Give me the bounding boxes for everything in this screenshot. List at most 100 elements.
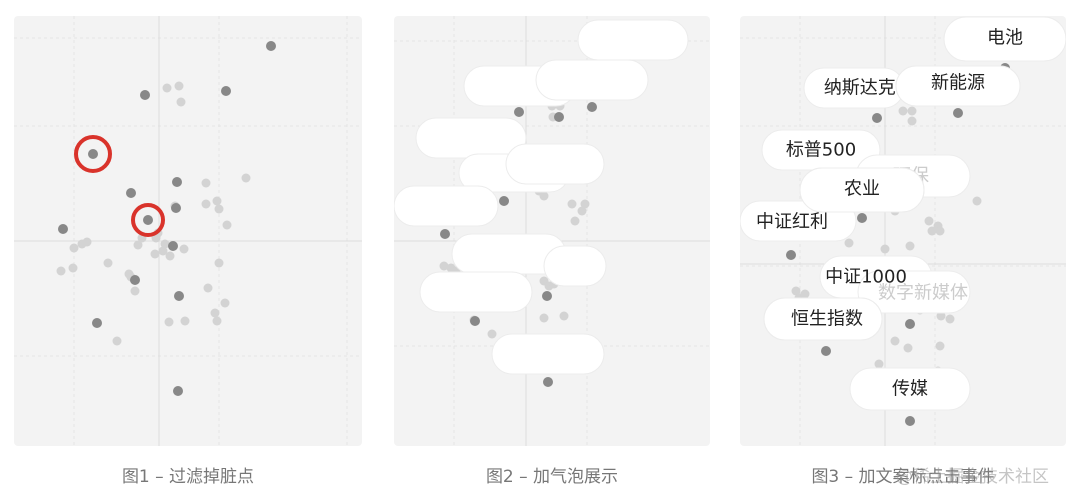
scatter-dot-light[interactable]: [214, 258, 224, 268]
scatter-dot-light[interactable]: [924, 216, 934, 226]
scatter-dot-light[interactable]: [935, 226, 945, 236]
scatter-dot[interactable]: [786, 250, 796, 260]
scatter-dot-light[interactable]: [124, 269, 134, 279]
scatter-dot-light[interactable]: [68, 263, 78, 273]
scatter-dot-light[interactable]: [176, 97, 186, 107]
point-label[interactable]: 中证1000: [825, 267, 907, 288]
label-bubble[interactable]: [943, 16, 1066, 62]
point-label[interactable]: 电池: [987, 28, 1023, 49]
scatter-dot-light[interactable]: [179, 244, 189, 254]
label-bubble[interactable]: [491, 333, 605, 375]
scatter-dot-light[interactable]: [220, 298, 230, 308]
scatter-dot-light[interactable]: [539, 313, 549, 323]
point-label[interactable]: 数字新媒体: [878, 283, 968, 304]
scatter-dot-light[interactable]: [201, 199, 211, 209]
scatter-dot[interactable]: [221, 86, 231, 96]
scatter-dot-light[interactable]: [439, 261, 449, 271]
scatter-dot[interactable]: [905, 416, 915, 426]
scatter-dot-light[interactable]: [69, 243, 79, 253]
scatter-dot[interactable]: [499, 196, 509, 206]
scatter-dot[interactable]: [174, 291, 184, 301]
scatter-dot-light[interactable]: [164, 317, 174, 327]
scatter-dot[interactable]: [168, 241, 178, 251]
scatter-dot-light[interactable]: [935, 341, 945, 351]
scatter-dot[interactable]: [542, 291, 552, 301]
scatter-dot-light[interactable]: [180, 316, 190, 326]
label-bubble[interactable]: [535, 59, 649, 101]
label-bubble[interactable]: [763, 297, 883, 341]
scatter-dot[interactable]: [905, 319, 915, 329]
scatter-dot[interactable]: [857, 213, 867, 223]
scatter-dot-light[interactable]: [210, 308, 220, 318]
scatter-dot-light[interactable]: [174, 81, 184, 91]
scatter-dot-light[interactable]: [165, 251, 175, 261]
scatter-dot-light[interactable]: [907, 106, 917, 116]
point-label[interactable]: 新能源: [931, 73, 985, 94]
scatter-dot-light[interactable]: [103, 258, 113, 268]
scatter-dot-light[interactable]: [133, 240, 143, 250]
scatter-dot[interactable]: [514, 107, 524, 117]
scatter-dot[interactable]: [126, 188, 136, 198]
point-label[interactable]: 中证红利: [756, 212, 828, 233]
scatter-dot-light[interactable]: [150, 249, 160, 259]
scatter-dot-light[interactable]: [201, 178, 211, 188]
label-bubble[interactable]: [394, 185, 499, 227]
label-bubble[interactable]: [799, 167, 925, 213]
scatter-dot[interactable]: [266, 41, 276, 51]
scatter-dot[interactable]: [470, 316, 480, 326]
scatter-dot-light[interactable]: [972, 196, 982, 206]
scatter-dot-light[interactable]: [222, 220, 232, 230]
scatter-dot[interactable]: [173, 386, 183, 396]
point-label[interactable]: 传媒: [892, 379, 928, 400]
scatter-dot[interactable]: [92, 318, 102, 328]
scatter-dot-light[interactable]: [905, 241, 915, 251]
point-label[interactable]: 农业: [844, 179, 880, 200]
scatter-dot-light[interactable]: [241, 173, 251, 183]
scatter-dot-light[interactable]: [112, 336, 122, 346]
scatter-dot-light[interactable]: [162, 83, 172, 93]
scatter-dot-light[interactable]: [130, 286, 140, 296]
scatter-dot[interactable]: [543, 377, 553, 387]
scatter-dot-light[interactable]: [903, 343, 913, 353]
scatter-dot-light[interactable]: [945, 314, 955, 324]
scatter-dot-light[interactable]: [56, 266, 66, 276]
scatter-dot-light[interactable]: [890, 336, 900, 346]
scatter-dot-light[interactable]: [203, 283, 213, 293]
scatter-dot-light[interactable]: [880, 244, 890, 254]
scatter-dot-light[interactable]: [160, 239, 170, 249]
scatter-dot-light[interactable]: [487, 329, 497, 339]
scatter-dot[interactable]: [171, 203, 181, 213]
scatter-dot[interactable]: [953, 108, 963, 118]
scatter-dot-light[interactable]: [907, 116, 917, 126]
scatter-dot-light[interactable]: [791, 286, 801, 296]
scatter-dot-light[interactable]: [158, 246, 168, 256]
scatter-dot[interactable]: [587, 102, 597, 112]
point-label[interactable]: 恒生指数: [791, 309, 863, 330]
scatter-dot[interactable]: [58, 224, 68, 234]
label-bubble[interactable]: [419, 271, 533, 313]
scatter-dot-light[interactable]: [577, 206, 587, 216]
scatter-dot[interactable]: [821, 346, 831, 356]
label-bubble[interactable]: [543, 245, 607, 287]
scatter-dot-light[interactable]: [874, 359, 884, 369]
scatter-dot-light[interactable]: [567, 199, 577, 209]
scatter-dot-light[interactable]: [898, 106, 908, 116]
scatter-dot-light[interactable]: [927, 226, 937, 236]
scatter-dot[interactable]: [172, 177, 182, 187]
scatter-dot[interactable]: [130, 275, 140, 285]
label-bubble[interactable]: [857, 270, 971, 314]
scatter-dot[interactable]: [872, 113, 882, 123]
scatter-dot-light[interactable]: [77, 239, 87, 249]
scatter-dot-light[interactable]: [214, 204, 224, 214]
label-bubble[interactable]: [577, 19, 689, 61]
label-bubble[interactable]: [505, 143, 605, 185]
scatter-dot-light[interactable]: [559, 311, 569, 321]
scatter-dot[interactable]: [440, 229, 450, 239]
scatter-dot[interactable]: [88, 149, 98, 159]
scatter-dot-light[interactable]: [212, 196, 222, 206]
scatter-dot-light[interactable]: [936, 311, 946, 321]
label-bubble[interactable]: [849, 367, 971, 411]
scatter-dot[interactable]: [143, 215, 153, 225]
scatter-dot-light[interactable]: [800, 289, 810, 299]
scatter-dot-light[interactable]: [844, 238, 854, 248]
